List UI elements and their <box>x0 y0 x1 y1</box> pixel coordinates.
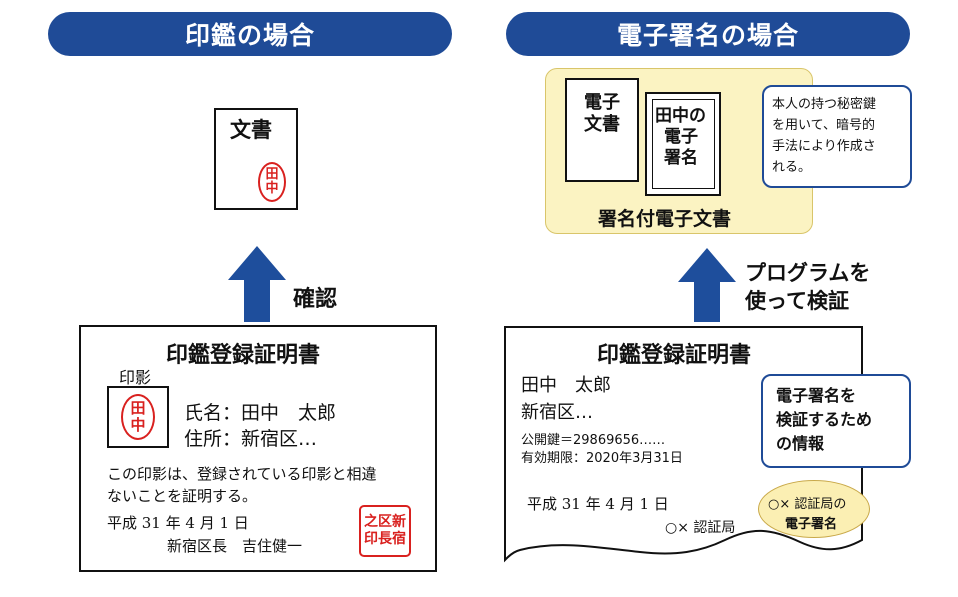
signature-document-front <box>652 99 715 189</box>
cert-name: 氏名：田中 太郎 <box>184 402 337 424</box>
digital-cert-title: 印鑑登録証明書 <box>597 343 752 368</box>
cert-address: 住所：新宿区… <box>184 428 318 450</box>
document-paper <box>214 108 298 210</box>
seal-row: 之区新 <box>364 514 406 530</box>
seal-certificate <box>79 325 437 572</box>
header-inkan: 印鑑の場合 <box>48 12 452 56</box>
ca-badge-line2: 電子署名 <box>785 517 838 532</box>
arrow-label-confirm: 確認 <box>293 287 338 312</box>
signature-label3: 署名 <box>664 148 698 168</box>
ca-badge-line1: ○× 認証局の <box>768 497 847 512</box>
signature-label2: 電子 <box>664 127 698 147</box>
seal-char: 中 <box>265 181 279 196</box>
electronic-document <box>565 78 639 182</box>
callout1-line: れる。 <box>772 160 812 175</box>
tanaka-seal-icon: 田 中 <box>121 394 155 440</box>
callout2-line: 検証するため <box>776 410 873 429</box>
private-key-callout <box>762 85 912 188</box>
header-digital-signature: 電子署名の場合 <box>506 12 910 56</box>
digital-cert-name: 田中 太郎 <box>521 375 611 396</box>
callout2-line: 電子署名を <box>776 386 857 405</box>
document-title: 文書 <box>230 118 272 142</box>
inkan-label: 印影 <box>119 368 152 387</box>
callout1-line: 本人の持つ秘密鍵 <box>772 97 877 112</box>
public-key: 公開鍵＝29869656…… <box>521 433 666 448</box>
arrow-up-left <box>228 246 286 322</box>
callout2-line: の情報 <box>776 434 825 453</box>
verification-info-callout <box>761 374 911 468</box>
issuer: ○× 認証局 <box>665 520 736 536</box>
seal-char: 田 <box>130 399 146 417</box>
arrow-up-right <box>678 248 736 322</box>
seal-row: 印長宿 <box>364 531 406 547</box>
digital-cert-date: 平成 31 年 4 月 1 日 <box>527 495 669 513</box>
digital-cert-address: 新宿区… <box>521 402 593 423</box>
signed-document-label: 署名付電子文書 <box>598 208 732 230</box>
cert-title: 印鑑登録証明書 <box>166 343 321 368</box>
ca-signature-badge <box>758 480 870 538</box>
tanaka-seal-icon: 田 中 <box>258 162 286 202</box>
arrow-label-verify1: プログラムを <box>745 261 871 285</box>
cert-body-line1: この印影は、登録されている印影と相違 <box>107 465 377 483</box>
electronic-document-label2: 文書 <box>584 114 620 135</box>
seal-char: 田 <box>265 167 279 182</box>
cert-signer: 新宿区長 吉住健一 <box>167 537 303 555</box>
official-seal-icon: 之区新 印長宿 <box>359 505 411 557</box>
callout1-line: 手法により作成さ <box>772 139 876 154</box>
cert-body-line2: ないことを証明する。 <box>107 487 258 505</box>
arrow-label-verify2: 使って検証 <box>745 289 849 313</box>
signature-label1: 田中の <box>655 106 706 126</box>
cert-date: 平成 31 年 4 月 1 日 <box>107 514 249 532</box>
expiry-date: 有効期限：2020年3月31日 <box>521 451 683 466</box>
electronic-document-label1: 電子 <box>584 92 620 113</box>
callout1-line: を用いて、暗号的 <box>772 118 875 133</box>
seal-char: 中 <box>130 416 146 434</box>
